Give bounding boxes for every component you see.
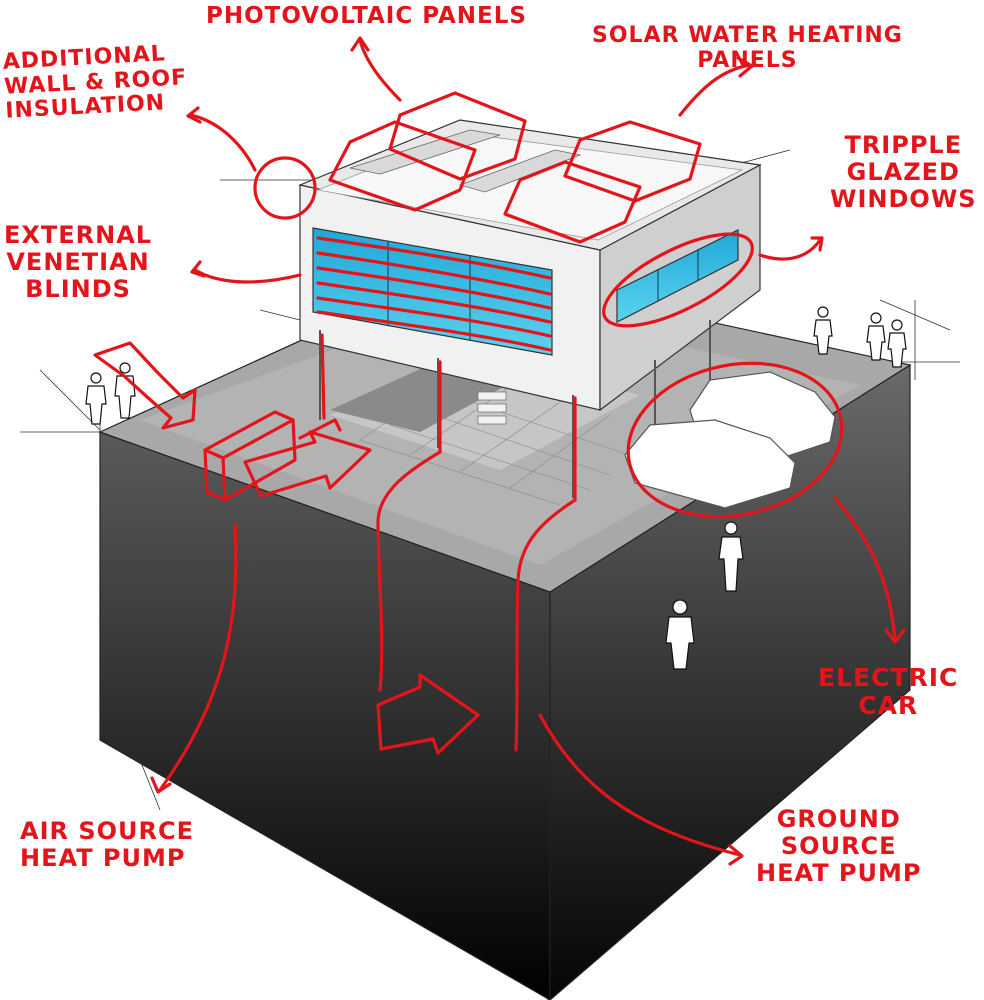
label-electric-car: ELECTRIC CAR xyxy=(818,663,959,720)
photovoltaic-panel-sketches xyxy=(328,91,527,212)
ground-flow-arrow xyxy=(376,673,480,755)
ground-pump-arrow xyxy=(538,713,744,866)
person xyxy=(85,372,107,425)
cars xyxy=(624,371,836,509)
person xyxy=(665,599,695,670)
label-air-source-heat-pump: AIR SOURCE HEAT PUMP xyxy=(20,817,195,872)
house xyxy=(297,119,762,498)
annotations xyxy=(93,36,906,866)
floor-grid xyxy=(359,364,631,506)
person xyxy=(718,521,744,592)
air-out-arrow xyxy=(243,430,372,498)
label-insulation: ADDITIONAL WALL & ROOF INSULATION xyxy=(2,41,188,124)
air-in-arrow xyxy=(93,341,197,430)
label-ground-source-heat-pump: GROUND SOURCE HEAT PUMP xyxy=(756,805,922,887)
pv-arrow xyxy=(350,36,402,102)
venetian-blind-strokes xyxy=(316,236,552,352)
air-pump-arrow xyxy=(150,523,238,794)
ground-loop-right xyxy=(514,498,577,752)
label-triple-glazed-windows: TRIPPLE GLAZED WINDOWS xyxy=(830,131,977,213)
ground-loop-left xyxy=(376,450,442,692)
solar-water-arrow xyxy=(678,56,754,117)
insulation-arrow xyxy=(186,106,257,172)
person xyxy=(887,319,907,368)
car-ellipse xyxy=(626,361,844,519)
label-photovoltaic-panels: PHOTOVOLTAIC PANELS xyxy=(206,3,527,29)
heat-pump-box xyxy=(203,410,297,502)
blinds-arrow xyxy=(190,260,302,284)
person xyxy=(866,312,886,361)
label-solar-water-heating-panels: SOLAR WATER HEATING PANELS xyxy=(592,23,903,73)
people xyxy=(85,306,907,670)
glazing-ellipse xyxy=(602,232,754,328)
solar-water-panel-sketches xyxy=(503,120,702,244)
garden-steps xyxy=(477,391,507,425)
car-arrow xyxy=(833,496,906,644)
glazing-arrow xyxy=(758,236,824,261)
insulation-circle xyxy=(253,156,317,220)
label-venetian-blinds: EXTERNAL VENETIAN BLINDS xyxy=(4,221,153,303)
person xyxy=(813,306,833,355)
